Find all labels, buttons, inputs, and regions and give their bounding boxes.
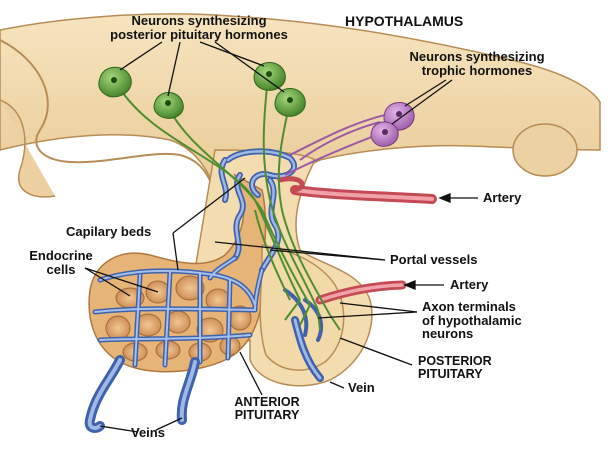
label-endocrine-cells: Endocrine cells (26, 249, 96, 276)
label-portal-vessels: Portal vessels (390, 252, 478, 267)
label-posterior-pituitary-line1: POSTERIOR (418, 354, 492, 368)
label-artery-lower: Artery (450, 277, 489, 292)
label-posterior-pituitary: POSTERIOR PITUITARY (418, 354, 492, 382)
label-axon-terminals: Axon terminals of hypothalamic neurons (422, 300, 522, 341)
label-axon-terminals-line1: Axon terminals (422, 299, 516, 314)
label-trophic-neurons-line1: Neurons synthesizing (409, 49, 545, 64)
label-trophic-neurons: Neurons synthesizing trophic hormones (386, 50, 568, 77)
label-trophic-neurons-line2: trophic hormones (421, 62, 533, 78)
label-posterior-pituitary-line2: PITUITARY (418, 367, 483, 382)
label-posterior-neurons-line1: Neurons synthesizing (131, 13, 267, 28)
trophic-neurons (284, 102, 415, 176)
mammillary-body (512, 123, 578, 177)
label-veins: Veins (131, 425, 165, 440)
label-hypothalamus: HYPOTHALAMUS (345, 13, 464, 29)
brain-fold (0, 39, 216, 196)
brain-fold-2 (0, 99, 56, 198)
label-artery-upper: Artery (483, 190, 522, 205)
label-endocrine-cells-line2: cells (46, 261, 76, 277)
label-axon-terminals-line2: of hypothalamic (422, 312, 522, 328)
leader-lines (84, 41, 478, 433)
label-anterior-pituitary-line1: ANTERIOR (234, 395, 300, 409)
arteries (277, 176, 437, 305)
label-capillary-beds: Capilary beds (66, 224, 152, 239)
label-endocrine-cells-line1: Endocrine (29, 248, 93, 263)
label-anterior-pituitary-line2: PITUITARY (234, 408, 300, 423)
label-posterior-neurons-line2: posterior pituitary hormones (110, 26, 288, 42)
label-vein: Vein (348, 380, 375, 395)
label-anterior-pituitary: ANTERIOR PITUITARY (222, 395, 312, 423)
posterior-neurons (98, 62, 341, 331)
label-axon-terminals-line3: neurons (422, 326, 474, 342)
label-posterior-neurons: Neurons synthesizing posterior pituitary… (85, 14, 313, 41)
